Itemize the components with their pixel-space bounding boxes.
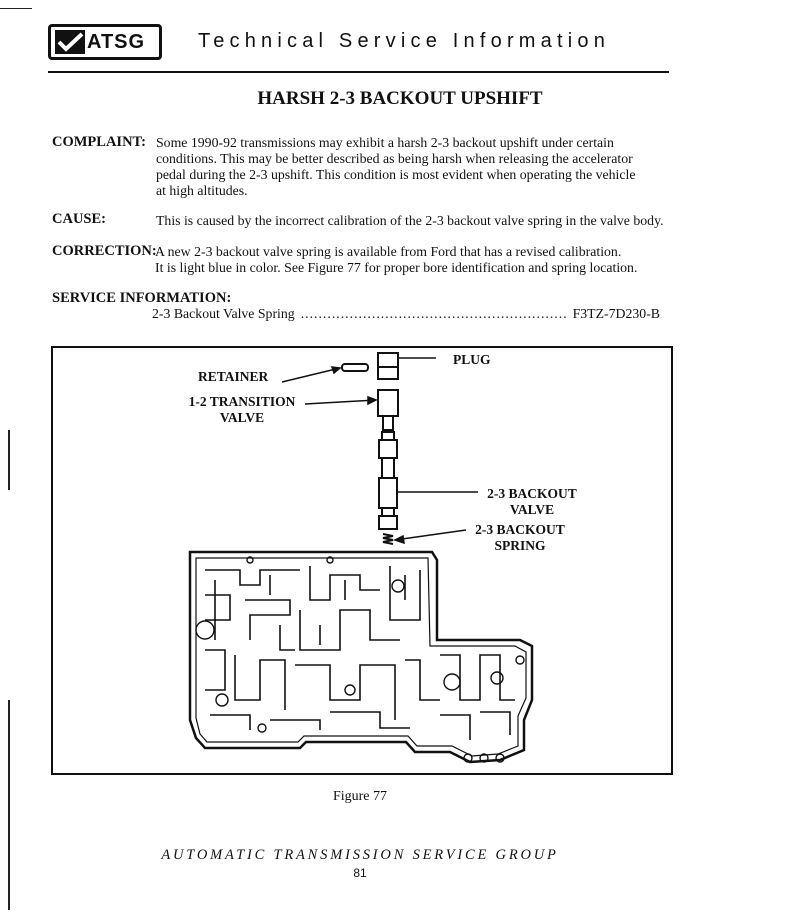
- backout-spring-label: 2-3 BACKOUT SPRING: [468, 522, 572, 554]
- retainer-label: RETAINER: [198, 369, 269, 384]
- correction-line: It is light blue in color. See Figure 77…: [155, 260, 638, 275]
- transition-valve-label-line: 1-2 TRANSITION: [188, 394, 296, 409]
- checkmark-logo-icon: [55, 30, 85, 54]
- cause-text: This is caused by the incorrect calibrat…: [156, 213, 664, 228]
- service-info-row: 2-3 Backout Valve Spring ...............…: [152, 306, 660, 322]
- plug-label: PLUG: [453, 352, 491, 367]
- backout-valve-label-line: VALVE: [509, 502, 555, 517]
- page-number: 81: [353, 866, 367, 880]
- leader-dots: ........................................…: [300, 306, 567, 321]
- backout-spring-part: [382, 533, 394, 545]
- transition-valve-part: [377, 389, 399, 417]
- backout-spring-label-line: SPRING: [494, 538, 546, 553]
- scan-mark-left-1: [8, 430, 10, 490]
- transition-valve-label: 1-2 TRANSITION VALVE: [180, 394, 304, 426]
- figure-caption: Figure 77: [332, 789, 388, 804]
- backout-valve-label: 2-3 BACKOUT VALVE: [480, 486, 584, 518]
- complaint-text: Some 1990-92 transmissions may exhibit a…: [156, 135, 676, 199]
- plug-part: [377, 352, 399, 368]
- scan-mark-top: [0, 8, 32, 9]
- logo-text: ATSG: [87, 30, 146, 53]
- complaint-line: Some 1990-92 transmissions may exhibit a…: [156, 135, 614, 150]
- cause-label: CAUSE:: [52, 211, 106, 227]
- backout-valve-label-line: 2-3 BACKOUT: [487, 486, 577, 501]
- figure-frame: [51, 346, 673, 775]
- transition-valve-label-line: VALVE: [219, 410, 265, 425]
- header-divider: [48, 71, 669, 73]
- atsg-logo: ATSG: [48, 24, 162, 60]
- correction-line: A new 2-3 backout valve spring is availa…: [155, 244, 622, 259]
- correction-label: CORRECTION:: [52, 243, 157, 259]
- correction-text: A new 2-3 backout valve spring is availa…: [155, 244, 675, 276]
- footer-organization: AUTOMATIC TRANSMISSION SERVICE GROUP: [161, 847, 559, 863]
- complaint-label: COMPLAINT:: [52, 134, 146, 150]
- service-item-name: 2-3 Backout Valve Spring: [152, 306, 295, 321]
- bulletin-title: HARSH 2-3 BACKOUT UPSHIFT: [257, 88, 543, 109]
- complaint-line: pedal during the 2-3 upshift. This condi…: [156, 167, 636, 182]
- complaint-line: conditions. This may be better described…: [156, 151, 633, 166]
- scan-mark-left-2: [8, 700, 10, 910]
- service-info-label: SERVICE INFORMATION:: [52, 290, 232, 306]
- complaint-line: at high altitudes.: [156, 183, 248, 198]
- backout-spring-label-line: 2-3 BACKOUT: [475, 522, 565, 537]
- service-part-number: F3TZ-7D230-B: [572, 306, 660, 321]
- backout-valve-part: [378, 439, 398, 459]
- header-title: Technical Service Information: [198, 30, 611, 52]
- retainer-part: [341, 363, 369, 372]
